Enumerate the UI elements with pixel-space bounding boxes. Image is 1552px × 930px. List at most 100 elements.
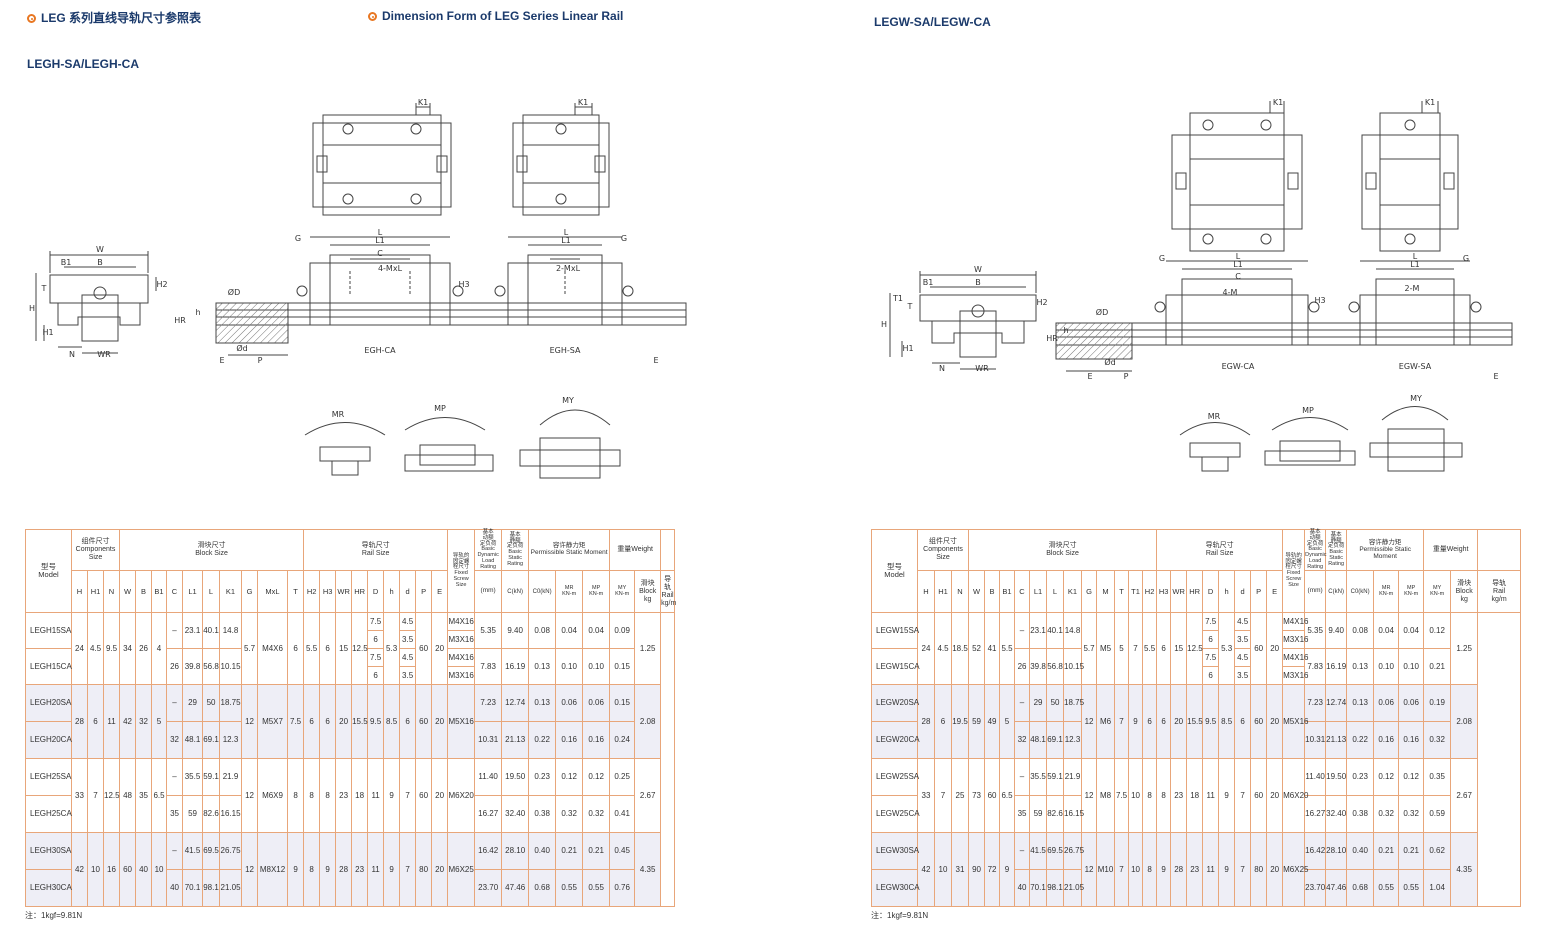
col-static: 基本 静额 定负荷 Basic Static Rating — [1325, 528, 1348, 572]
col-h2: H2 — [1142, 570, 1158, 614]
col-weight: 重量Weight — [609, 528, 662, 572]
label-egw-ca: EGW-CA — [1222, 362, 1255, 371]
col-dynamic: 基本 动额 定负荷 Basic Dynamic Load Rating — [1304, 528, 1327, 572]
col-moment: 容许静力矩 Permissible Static Moment — [1346, 528, 1425, 572]
table-row: LEGH30SA 42 10 16 60 40 10 – 41.5 69.5 2… — [25, 832, 675, 908]
moment-my-icon — [519, 409, 621, 479]
center-page-title: Dimension Form of LEG Series Linear Rail — [368, 9, 623, 23]
moment-mr-icon — [1179, 422, 1251, 472]
col-my: MY KN-m — [609, 570, 636, 614]
col-mm: (mm) — [1304, 570, 1327, 614]
label-e-right: E — [653, 356, 658, 365]
label-hr: HR — [174, 316, 186, 325]
col-g: G — [241, 570, 259, 614]
label-mp: MP — [1302, 406, 1314, 415]
table-row: LEGH25CA 35 59 82.6 16.15 16.27 32.40 0.… — [25, 795, 675, 834]
bullet-icon — [368, 12, 377, 21]
label-l1-ca: L1 — [375, 236, 385, 245]
label-small-h: h — [195, 308, 200, 317]
col-block-kg: 滑块 Block kg — [1450, 570, 1479, 614]
table-row: LEGW15CA 26 39.8 56.8 10.15 7.5 4.5 M4X1… — [871, 648, 1521, 686]
col-c: C — [1014, 570, 1031, 614]
moment-mp-icon — [404, 417, 494, 472]
col-static: 基本 静额 定负荷 Basic Static Rating — [501, 528, 530, 572]
label-l-ca: L — [1236, 252, 1241, 261]
label-e-right: E — [1493, 372, 1498, 381]
top-view-sa — [1361, 101, 1459, 252]
label-t: T — [907, 302, 913, 311]
col-block: 滑块尺寸 Block Size — [119, 528, 305, 572]
label-h2: H2 — [156, 280, 167, 289]
label-e-left: E — [1087, 372, 1092, 381]
label-g-left: G — [295, 234, 301, 243]
col-components: 组件尺寸 Components Size — [916, 528, 970, 572]
right-spec-table: 型号 Model 组件尺寸 Components Size 滑块尺寸 Block… — [871, 528, 1521, 908]
left-spec-table: 型号 Model 组件尺寸 Components Size 滑块尺寸 Block… — [25, 528, 676, 908]
col-c: C — [166, 570, 184, 614]
col-e: E — [431, 570, 449, 614]
label-h1: H1 — [42, 328, 53, 337]
col-ckn: C(kN) — [501, 570, 530, 614]
col-k1: K1 — [1063, 570, 1083, 614]
col-d-large: D — [1202, 570, 1220, 614]
label-h3: H3 — [458, 280, 469, 289]
table-row: 6 3.5 M3X16 — [872, 666, 1521, 686]
col-h3: H3 — [319, 570, 337, 614]
col-rail: 导轨尺寸 Rail Size — [1156, 528, 1284, 572]
col-p: P — [1250, 570, 1268, 614]
label-h: H — [881, 320, 887, 329]
col-h-small: h — [1218, 570, 1236, 614]
col-b1: B1 — [999, 570, 1016, 614]
right-page-title: LEGW-SA/LEGW-CA — [874, 15, 991, 29]
moment-mr-icon — [304, 422, 386, 476]
bullet-icon — [27, 14, 36, 23]
label-g-right: G — [1463, 254, 1469, 263]
label-wr: WR — [97, 350, 111, 359]
label-c: C — [1235, 272, 1241, 281]
label-h3: H3 — [1314, 296, 1325, 305]
col-h1: H1 — [934, 570, 952, 614]
label-b: B — [97, 258, 103, 267]
col-d-small: d — [399, 570, 417, 614]
label-od-large: ØD — [1096, 307, 1108, 317]
label-h1: H1 — [902, 344, 913, 353]
label-l-sa: L — [564, 228, 569, 237]
col-h: H — [71, 570, 88, 614]
top-view-ca — [1171, 101, 1303, 252]
label-l1-sa: L1 — [561, 236, 571, 245]
left-drawing-svg: W B B1 T H2 H H1 N WR K1 K1 G L L1 C 4-M… — [29, 98, 687, 479]
col-rail-kgm: 导轨 Rail kg/m — [660, 570, 676, 614]
col-screw: 导轨的 固定螺 栓尺寸 Fixed Screw Size — [1282, 528, 1306, 614]
label-small-h: h — [1063, 326, 1068, 335]
label-k1-sa: K1 — [578, 98, 588, 107]
col-h1: H1 — [87, 570, 104, 614]
col-model: 型号 Model — [871, 528, 918, 614]
label-od-large: ØD — [228, 287, 240, 297]
left-title-text: LEG 系列直线导轨尺寸参照表 — [41, 11, 202, 25]
left-footnote: 注：1kgf=9.81N — [25, 911, 83, 920]
col-model: 型号 Model — [25, 528, 72, 614]
col-p: P — [415, 570, 433, 614]
table-row: LEGW30CA 40 70.1 98.1 21.05 23.70 47.46 … — [871, 869, 1521, 908]
table-row: LEGH15CA 26 39.8 56.8 10.15 7.5 4.5 M4X1… — [25, 648, 675, 686]
right-title-text: LEGW-SA/LEGW-CA — [874, 15, 991, 29]
label-my: MY — [1410, 394, 1422, 403]
col-h-small: h — [383, 570, 401, 614]
col-mm: (mm) — [474, 570, 503, 614]
cross-section-view — [35, 251, 157, 354]
center-title-text: Dimension Form of LEG Series Linear Rail — [382, 9, 624, 23]
label-2m: 2-M — [1405, 284, 1420, 293]
col-t: T — [1114, 570, 1130, 614]
col-block: 滑块尺寸 Block Size — [968, 528, 1158, 572]
col-b: B — [984, 570, 1001, 614]
left-subtitle: LEGH-SA/LEGH-CA — [27, 57, 139, 71]
label-h2: H2 — [1036, 298, 1047, 307]
table-row: LEGH30CA 40 70.1 98.1 21.05 23.70 47.46 … — [25, 869, 675, 908]
col-mxl: MxL — [257, 570, 289, 614]
col-b: B — [135, 570, 153, 614]
col-rail-kgm: 导轨 Rail kg/m — [1477, 570, 1521, 614]
col-h3: H3 — [1156, 570, 1172, 614]
col-t: T — [287, 570, 305, 614]
col-d-large: D — [367, 570, 385, 614]
col-wr: WR — [335, 570, 353, 614]
